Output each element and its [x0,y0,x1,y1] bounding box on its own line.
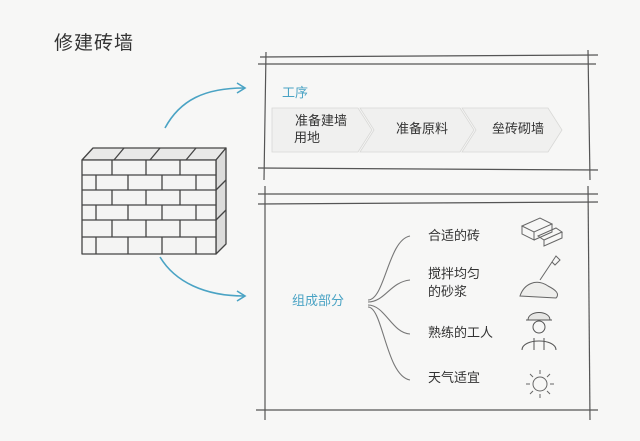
page-title: 修建砖墙 [54,32,135,54]
brick-wall-illustration [81,147,227,255]
arrow-to-process-head [236,82,247,94]
process-step-2: 准备原料 [382,121,462,138]
component-item-mortar-line1: 搅拌均匀 [428,267,481,282]
component-item-mortar-line2: 的砂浆 [428,285,468,300]
chevron-step-3 [461,107,563,153]
process-step-3-line1: 垒砖砌墙 [491,122,544,137]
process-step-1: 准备建墙 用地 [280,113,362,147]
components-panel [256,185,599,421]
component-item-worker: 熟练的工人 [428,326,494,341]
chevron-step-1 [271,107,373,153]
component-item-bricks: 合适的砖 [428,229,481,244]
sun-icon [526,370,554,398]
process-step-1-line1: 准备建墙 [294,114,347,129]
arrow-to-process [164,87,245,129]
process-step-1-line2: 用地 [294,131,321,146]
worker-icon [521,312,557,351]
chevron-step-2 [359,107,475,153]
process-chevrons [271,107,563,153]
arrow-to-components [159,256,245,297]
component-item-weather: 天气适宜 [428,371,481,386]
component-branches [367,235,411,381]
component-item-mortar: 搅拌均匀 的砂浆 [428,266,480,302]
bricks-icon [520,217,564,247]
components-label: 组成部分 [292,294,345,309]
process-step-3: 垒砖砌墙 [480,121,556,138]
process-panel [257,49,599,181]
mortar-trowel-icon [519,255,561,299]
process-label: 工序 [282,86,309,101]
process-step-2-line1: 准备原料 [395,122,448,137]
arrow-to-components-head [236,290,247,302]
